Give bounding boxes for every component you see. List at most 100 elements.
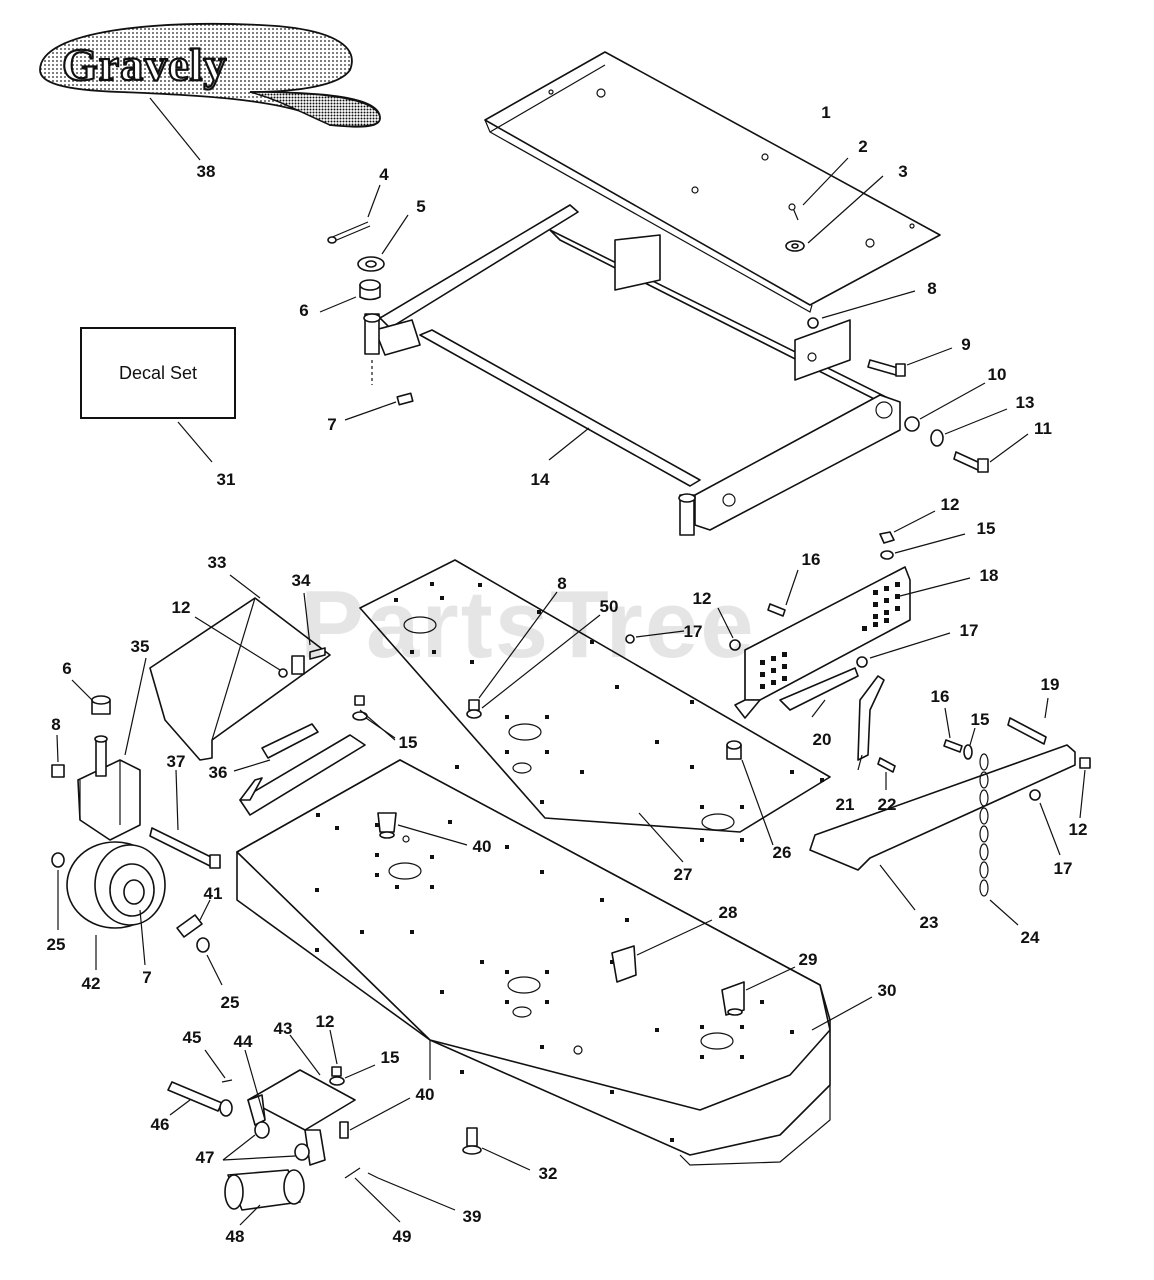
callout-21: 21 bbox=[836, 795, 855, 814]
roller-bracket-43 bbox=[247, 1034, 356, 1166]
callout-43: 43 bbox=[274, 1019, 293, 1038]
callout-36: 36 bbox=[209, 763, 228, 782]
leader-7-lower bbox=[139, 909, 146, 966]
baffle-plate bbox=[734, 566, 971, 719]
leader-15-guard bbox=[359, 709, 396, 741]
leader-44 bbox=[244, 1049, 266, 1121]
callout-44: 44 bbox=[234, 1032, 253, 1051]
callout-28: 28 bbox=[719, 903, 738, 922]
callout-9: 9 bbox=[961, 335, 970, 354]
callout-16-a: 16 bbox=[802, 550, 821, 569]
top-cover-panel bbox=[484, 51, 941, 313]
callout-24: 24 bbox=[1021, 928, 1040, 947]
callout-47: 47 bbox=[196, 1148, 215, 1167]
callout-15-b: 15 bbox=[399, 733, 418, 752]
nut-8-deck bbox=[466, 591, 601, 719]
callout-labels: 38 31 1 2 3 4 5 6 7 8 9 10 13 11 14 12 1… bbox=[47, 103, 1088, 1246]
callout-15-d: 15 bbox=[381, 1048, 400, 1067]
bolt-32 bbox=[462, 1127, 531, 1171]
bolt-16-bar bbox=[943, 707, 963, 753]
callout-42: 42 bbox=[82, 974, 101, 993]
callout-29: 29 bbox=[799, 950, 818, 969]
callout-2: 2 bbox=[858, 137, 867, 156]
logo-text: Gravely bbox=[62, 39, 227, 90]
callout-32: 32 bbox=[539, 1164, 558, 1183]
callout-12-b: 12 bbox=[172, 598, 191, 617]
washer-15-right-top bbox=[880, 533, 966, 560]
nut-12-roller bbox=[329, 1029, 342, 1077]
bolt-9 bbox=[867, 347, 953, 377]
decal-set-box[interactable]: Decal Set bbox=[80, 327, 236, 419]
washer-3 bbox=[785, 175, 884, 252]
nut-17-bar bbox=[1029, 789, 1061, 856]
callout-22: 22 bbox=[878, 795, 897, 814]
callout-4: 4 bbox=[379, 165, 389, 184]
callout-30: 30 bbox=[878, 981, 897, 1000]
nut-8-upper bbox=[807, 290, 916, 329]
bolt-11 bbox=[953, 433, 1029, 473]
bracket-29 bbox=[721, 966, 796, 1016]
callout-17-a: 17 bbox=[960, 621, 979, 640]
callout-31: 31 bbox=[217, 470, 236, 489]
nut-12-baffle bbox=[717, 607, 741, 651]
nut-washer-guard bbox=[352, 695, 396, 739]
nut-17-baffle bbox=[856, 632, 951, 668]
callout-39: 39 bbox=[463, 1207, 482, 1226]
callout-38: 38 bbox=[197, 162, 216, 181]
belt-guard-33 bbox=[149, 574, 331, 761]
callout-16-b: 16 bbox=[931, 687, 950, 706]
callout-35: 35 bbox=[131, 637, 150, 656]
bracket-40-deck bbox=[377, 812, 468, 846]
lift-frame bbox=[363, 204, 901, 536]
bushing-10 bbox=[904, 382, 986, 432]
spacer-41 bbox=[176, 899, 211, 938]
callout-5: 5 bbox=[416, 197, 425, 216]
nut-12-guard bbox=[194, 616, 288, 678]
callout-7-b: 7 bbox=[142, 968, 151, 987]
nut-12-right-top bbox=[879, 510, 936, 544]
callout-14: 14 bbox=[531, 470, 550, 489]
callout-26: 26 bbox=[773, 843, 792, 862]
nut-8-caster bbox=[51, 734, 65, 778]
callout-46: 46 bbox=[151, 1115, 170, 1134]
bolt-7-upper bbox=[344, 392, 414, 421]
callout-18: 18 bbox=[980, 566, 999, 585]
callout-37: 37 bbox=[167, 752, 186, 771]
pin-45 bbox=[204, 1049, 233, 1083]
callout-13: 13 bbox=[1016, 393, 1035, 412]
callout-12-a: 12 bbox=[941, 495, 960, 514]
chain-24 bbox=[979, 753, 1019, 926]
screw-2 bbox=[788, 157, 849, 221]
callout-3: 3 bbox=[898, 162, 907, 181]
callout-12-c: 12 bbox=[693, 589, 712, 608]
bolt-40-roller bbox=[339, 1097, 411, 1139]
decal-set-label: Decal Set bbox=[118, 362, 198, 383]
callout-7: 7 bbox=[327, 415, 336, 434]
callout-50: 50 bbox=[600, 597, 619, 616]
callout-12-d: 12 bbox=[1069, 820, 1088, 839]
gravely-logo-decal: Gravely bbox=[39, 22, 381, 161]
callout-10: 10 bbox=[988, 365, 1007, 384]
callout-12-e: 12 bbox=[316, 1012, 335, 1031]
callout-8-c: 8 bbox=[557, 574, 566, 593]
screw-39 bbox=[367, 1172, 456, 1211]
callout-27: 27 bbox=[674, 865, 693, 884]
bracket-36 bbox=[233, 723, 366, 816]
callout-17-c: 17 bbox=[1054, 859, 1073, 878]
callout-6: 6 bbox=[299, 301, 308, 320]
pin-49 bbox=[344, 1167, 401, 1223]
axle-pin-46 bbox=[167, 1081, 233, 1117]
callout-17-b: 17 bbox=[684, 622, 703, 641]
callout-8: 8 bbox=[927, 279, 936, 298]
push-bar-23 bbox=[809, 744, 1076, 911]
caster-bracket-35 bbox=[77, 657, 147, 841]
callout-15-c: 15 bbox=[971, 710, 990, 729]
callout-45: 45 bbox=[183, 1028, 202, 1047]
bracket-28 bbox=[611, 919, 713, 983]
washer-5 bbox=[357, 214, 409, 272]
callout-6-b: 6 bbox=[62, 659, 71, 678]
washer-15-roller bbox=[329, 1064, 376, 1086]
spacer-26 bbox=[726, 740, 774, 846]
bolt-22 bbox=[877, 757, 896, 790]
